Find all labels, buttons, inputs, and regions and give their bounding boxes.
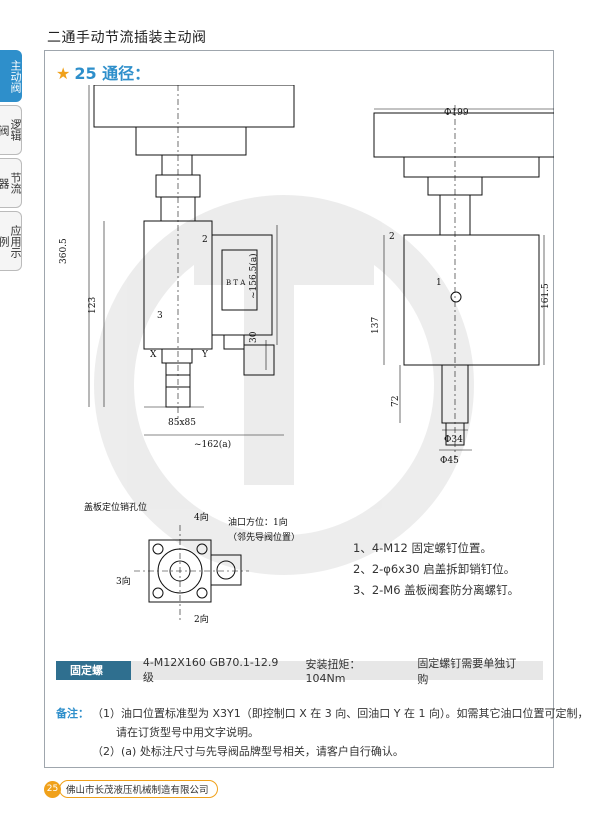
left-view [88, 85, 295, 436]
dim-width: ~162(a) [194, 439, 231, 450]
dim-d34: Φ34 [444, 435, 463, 445]
port-x: X [150, 350, 157, 360]
dim-total: 360.5 [59, 238, 69, 264]
dim-lower: 123 [88, 297, 98, 314]
company-name: 佛山市长茂液压机械制造有限公司 [59, 780, 218, 798]
valve-letters: B T A [226, 279, 246, 287]
footer: 25 佛山市长茂液压机械制造有限公司 [44, 780, 218, 798]
tab-throttle[interactable]: 节流器 [0, 158, 22, 208]
remark-1: （1）油口位置标准型为 X3Y1（即控制口 X 在 3 向、回油口 Y 在 1 … [92, 707, 589, 720]
tab-main-valve[interactable]: 主动阀 [0, 50, 22, 102]
star-icon: ★ [56, 64, 71, 83]
note-2: 2、2-φ6x30 启盖拆卸销钉位。 [353, 562, 516, 576]
spec-bar: 固定螺栓： 4-M12X160 GB70.1-12.9 级 安装扭矩：104Nm… [56, 656, 543, 696]
dim-161: 161.5 [541, 283, 551, 309]
side-tabs: 主动阀 逻辑阀 节流器 应用示例 [0, 50, 24, 274]
dir-3: 3向 [116, 575, 131, 587]
technical-drawing: 360.5 123 ~156.5(a) 30 85x85 ~162(a) 2 3… [59, 85, 554, 625]
right-view-labels: Φ199 161.5 137 72 Φ34 Φ45 2 1 [371, 108, 551, 466]
dim-30: 30 [249, 331, 259, 343]
dim-square: 85x85 [168, 418, 196, 428]
remarks-label: 备注： [56, 707, 89, 720]
section-title: 25 通径： [74, 64, 151, 83]
dir-2: 2向 [194, 613, 209, 625]
label-3: 3 [157, 311, 163, 321]
dir-1-a: 油口方位：1向 [228, 516, 288, 528]
pin-hole-label: 盖板定位销孔位 [84, 501, 147, 513]
spec-torque: 安装扭矩：104Nm [305, 658, 361, 685]
dir-4: 4向 [194, 511, 209, 523]
note-1: 1、4-M12 固定螺钉位置。 [353, 541, 492, 555]
dim-137: 137 [371, 317, 381, 334]
plan-view-labels: 盖板定位销孔位 4向 3向 2向 油口方位：1向 （邻先导阀位置） [84, 501, 300, 625]
dir-1-b: （邻先导阀位置） [228, 531, 300, 543]
left-view-labels: 360.5 123 ~156.5(a) 30 85x85 ~162(a) 2 3… [59, 235, 259, 450]
dim-d45: Φ45 [440, 456, 459, 466]
dim-72: 72 [391, 396, 401, 407]
watermark-logo [94, 195, 474, 575]
tab-application[interactable]: 应用示例 [0, 211, 22, 271]
remark-1b: 请在订货型号中用文字说明。 [116, 726, 259, 739]
notes-list: 1、4-M12 固定螺钉位置。 2、2-φ6x30 启盖拆卸销钉位。 3、2-M… [353, 538, 519, 601]
right-label-1: 1 [436, 278, 442, 288]
note-3: 3、2-M6 盖板阀套防分离螺钉。 [353, 583, 520, 597]
remark-2: （2）(a) 处标注尺寸与先导阀品牌型号相关，请客户自行确认。 [92, 745, 404, 758]
port-y: Y [201, 350, 209, 360]
content-frame [44, 50, 554, 768]
right-label-2: 2 [389, 232, 395, 242]
section-heading: ★25 通径： [56, 60, 150, 84]
dim-diameter: Φ199 [444, 108, 469, 118]
spec-order: 固定螺钉需要单独订购 [417, 656, 517, 686]
page-title: 二通手动节流插装主动阀 [47, 30, 207, 46]
spec-label: 固定螺栓： [56, 661, 131, 696]
remarks: 备注：（1）油口位置标准型为 X3Y1（即控制口 X 在 3 向、回油口 Y 在… [56, 704, 588, 761]
right-view [373, 105, 554, 460]
page-number: 25 [44, 780, 61, 798]
spec-bolt: 4-M12X160 GB70.1-12.9 级 [142, 656, 279, 684]
label-2: 2 [202, 235, 208, 245]
tab-logic-valve[interactable]: 逻辑阀 [0, 105, 22, 155]
plan-view [134, 525, 249, 620]
dim-pilot: ~156.5(a) [248, 253, 259, 299]
